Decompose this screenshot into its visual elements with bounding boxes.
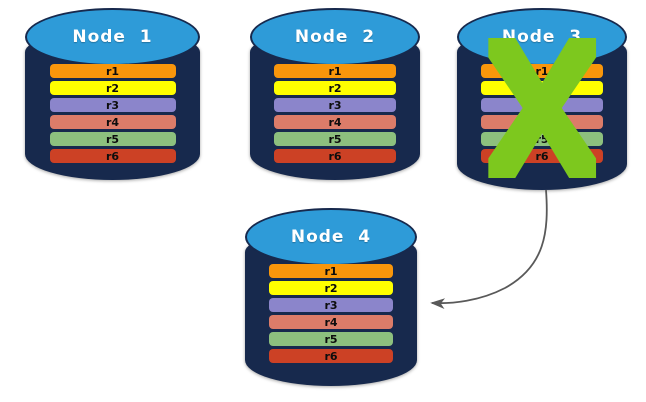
record-bar-r2[interactable]: r2: [273, 81, 397, 95]
record-bar-r3[interactable]: r3: [273, 98, 397, 112]
record-label: r4: [328, 115, 342, 129]
recovery-arrow-path: [430, 189, 548, 310]
record-bar-r6[interactable]: r6: [49, 149, 176, 163]
record-label: r5: [324, 332, 338, 346]
record-label: r6: [105, 149, 120, 163]
record-label: r2: [324, 281, 338, 295]
record-bar-r3[interactable]: r3: [49, 98, 176, 112]
record-bar-r1[interactable]: r1: [49, 64, 176, 78]
record-bar-r3[interactable]: r3: [480, 98, 604, 112]
record-bar-r2[interactable]: r2: [49, 81, 176, 95]
record-bar-r1[interactable]: r1: [269, 264, 393, 278]
record-label: r5: [535, 132, 549, 146]
record-bar-r5[interactable]: r5: [273, 132, 397, 146]
record-bar-r1[interactable]: r1: [480, 64, 604, 78]
record-label: r3: [105, 98, 120, 112]
record-label: r3: [535, 98, 549, 112]
record-bar-r6[interactable]: r6: [480, 149, 604, 163]
record-label: r6: [328, 149, 342, 163]
record-label: r1: [105, 64, 120, 78]
record-bar-r2[interactable]: r2: [480, 81, 604, 95]
record-bar-r4[interactable]: r4: [269, 315, 393, 329]
record-label: r4: [324, 315, 338, 329]
record-bar-r6[interactable]: r6: [269, 349, 393, 363]
record-bar-r2[interactable]: r2: [269, 281, 393, 295]
record-label: r1: [328, 64, 342, 78]
record-list: r1 r2 r3 r4 r5 r6: [49, 64, 176, 163]
database-node-node2[interactable]: Node 2 r1 r2 r3 r4 r5 r6: [250, 8, 420, 180]
record-bar-r5[interactable]: r5: [480, 132, 604, 146]
record-label: r5: [328, 132, 342, 146]
node-label: Node 3: [501, 27, 583, 47]
cylinder-top-ellipse: [25, 8, 200, 66]
record-bar-r4[interactable]: r4: [480, 115, 604, 129]
record-label: r6: [535, 149, 549, 163]
record-bar-r6[interactable]: r6: [273, 149, 397, 163]
record-label: r5: [105, 132, 120, 146]
record-bar-r4[interactable]: r4: [273, 115, 397, 129]
record-bar-r1[interactable]: r1: [273, 64, 397, 78]
record-bar-r5[interactable]: r5: [269, 332, 393, 346]
node-label: Node 4: [290, 227, 372, 247]
database-node-node4[interactable]: Node 4 r1 r2 r3 r4 r5 r6: [245, 208, 417, 386]
node-label: Node 1: [72, 27, 153, 47]
record-label: r2: [105, 81, 120, 95]
record-label: r4: [535, 115, 549, 129]
record-label: r1: [535, 64, 549, 78]
record-label: r1: [324, 264, 338, 278]
database-node-node1[interactable]: Node 1 r1 r2 r3 r4 r5 r6: [25, 8, 200, 180]
record-list: r1 r2 r3 r4 r5 r6: [480, 64, 604, 163]
record-bar-r4[interactable]: r4: [49, 115, 176, 129]
record-label: r2: [328, 81, 342, 95]
record-list: r1 r2 r3 r4 r5 r6: [273, 64, 397, 163]
record-bar-r5[interactable]: r5: [49, 132, 176, 146]
record-label: r6: [324, 349, 338, 363]
cylinder-top-ellipse: [250, 8, 420, 66]
database-node-node3[interactable]: Node 3 r1 r2 r3 r4 r5 r6: [457, 8, 627, 190]
record-bar-r3[interactable]: r3: [269, 298, 393, 312]
record-label: r2: [535, 81, 549, 95]
record-list: r1 r2 r3 r4 r5 r6: [269, 264, 393, 363]
record-label: r4: [105, 115, 120, 129]
node-label: Node 2: [294, 27, 376, 47]
record-label: r3: [328, 98, 342, 112]
record-label: r3: [324, 298, 338, 312]
